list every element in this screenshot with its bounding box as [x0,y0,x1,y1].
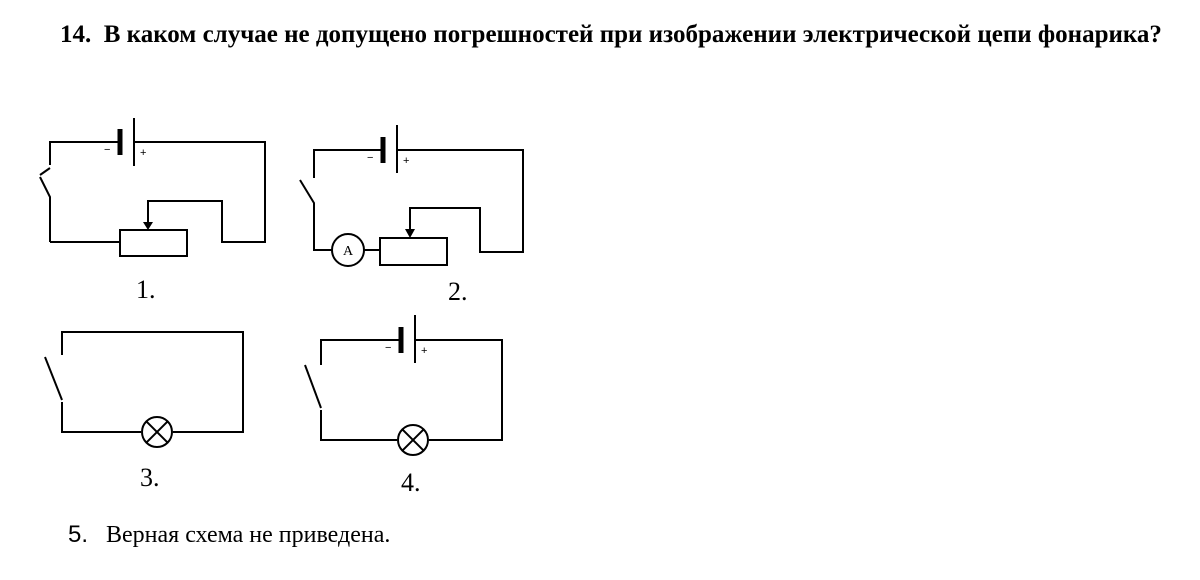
circuit-4-plus: + [421,345,427,357]
circuit-4 [304,315,503,456]
circuit-4-label: 4. [401,468,421,497]
circuit-1-label: 1. [136,275,156,304]
lamp-icon [141,416,173,448]
circuit-4-minus: − [385,342,391,354]
ammeter-label: A [343,244,354,259]
option-5-text: Верная схема не приведена. [106,522,391,548]
ammeter-icon [331,233,365,267]
option-5-number: 5. [68,521,89,548]
circuit-3-label: 3. [140,463,160,492]
lamp-icon [397,424,429,456]
circuit-2-label: 2. [448,277,468,306]
circuit-2-plus: + [403,155,409,167]
circuit-2-minus: − [367,152,373,164]
question-body: В каком случае не допущено погрешностей … [103,21,1162,48]
option-5: 5. Верная схема не приведена. [68,520,390,550]
circuit-1 [39,118,266,257]
circuit-1-plus: + [140,147,146,159]
question-text: 14. В каком случае не допущено погрешнос… [60,18,1170,51]
question-number: 14. [60,21,92,48]
circuit-2 [299,125,524,267]
circuit-1-minus: − [104,144,110,156]
circuit-3 [44,331,244,448]
